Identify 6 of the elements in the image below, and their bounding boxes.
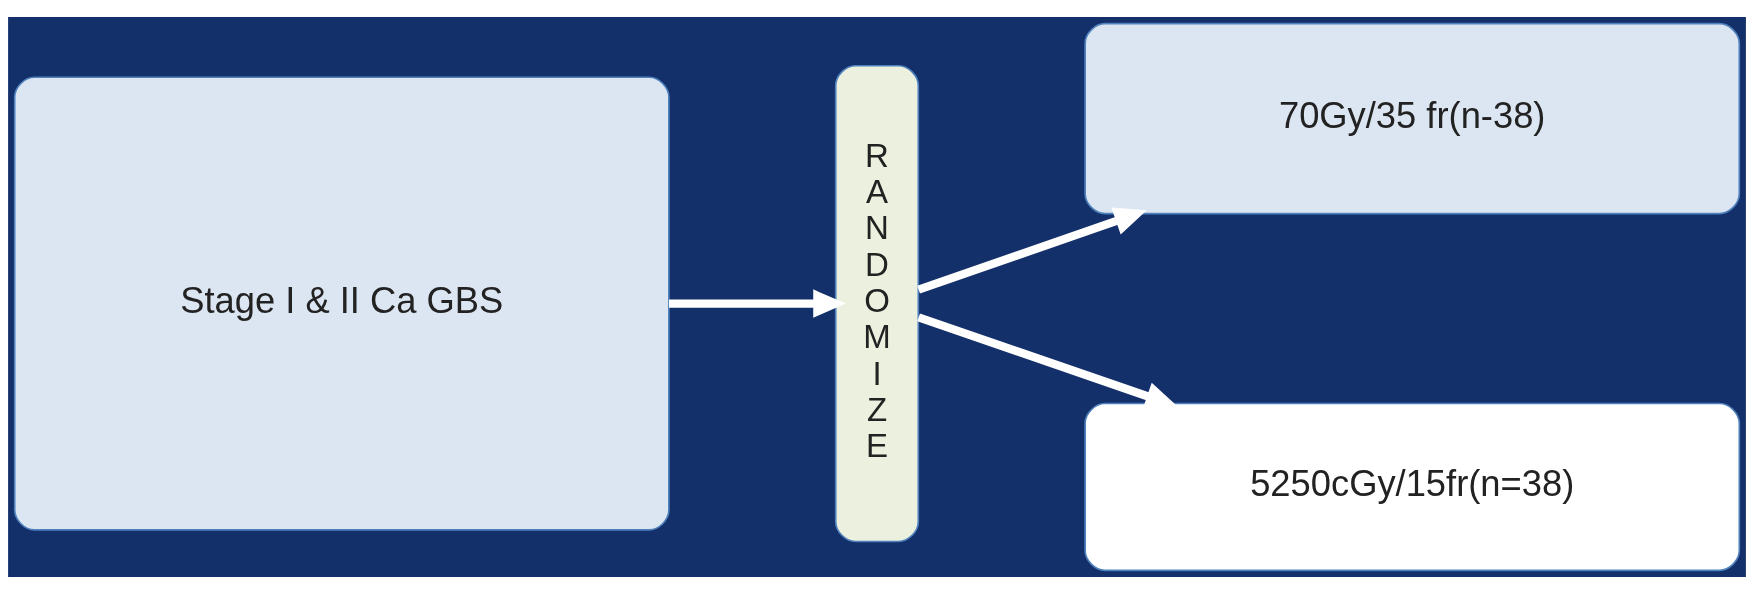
arrow bbox=[668, 289, 846, 318]
node-box: Stage I & II Ca GBS bbox=[13, 76, 670, 531]
node-box: RANDOMIZE bbox=[834, 64, 920, 543]
arrow bbox=[917, 207, 1147, 294]
node-box: 5250cGy/15fr(n=38) bbox=[1084, 402, 1741, 572]
node-box: 70Gy/35 fr(n-38) bbox=[1084, 22, 1741, 215]
